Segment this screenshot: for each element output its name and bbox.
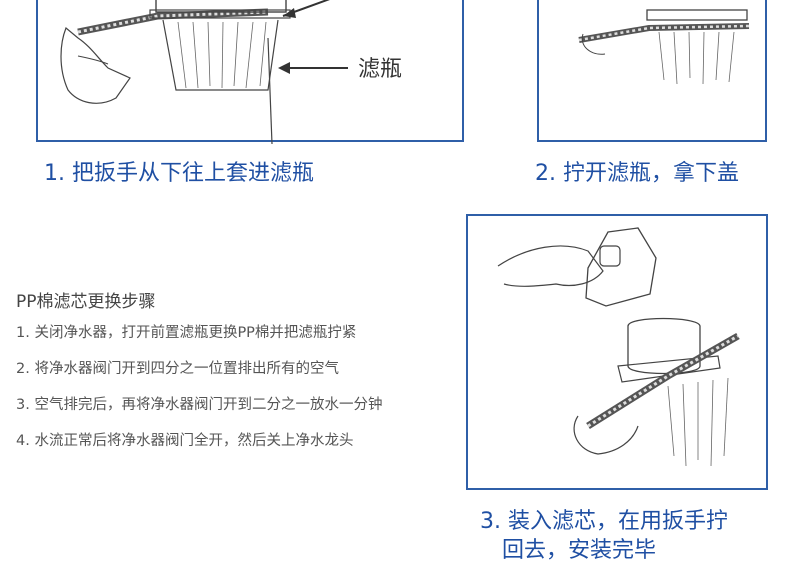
instruction-step: 3. 空气排完后，再将净水器阀门开到二分之一放水一分钟 [16, 397, 383, 413]
instruction-step: 4. 水流正常后将净水器阀门全开，然后关上净水龙头 [16, 433, 354, 449]
wrench-loosening-drawing [578, 9, 750, 85]
illustration-panel-3 [466, 214, 768, 490]
step-1-caption: 1. 把扳手从下往上套进滤瓶 [44, 161, 314, 186]
instruction-step: 1. 关闭净水器，打开前置滤瓶更换PP棉并把滤瓶拧紧 [16, 325, 357, 341]
illustration-panel-2 [537, 0, 767, 142]
illustration-panel-1: 滤瓶 [36, 0, 464, 144]
instructions-title: PP棉滤芯更换步骤 [16, 292, 156, 312]
bottle-label: 滤瓶 [358, 57, 402, 82]
step-2-caption: 2. 拧开滤瓶，拿下盖 [535, 161, 739, 186]
wrench-on-filter-drawing: 滤瓶 [60, 0, 402, 144]
instruction-step: 2. 将净水器阀门开到四分之一位置排出所有的空气 [16, 361, 339, 377]
step-3-caption-line-2: 回去，安装完毕 [502, 538, 657, 563]
instructions-block: PP棉滤芯更换步骤 1. 关闭净水器，打开前置滤瓶更换PP棉并把滤瓶拧紧 2. … [16, 287, 382, 465]
install-cartridge-drawing [497, 227, 740, 467]
step-3-caption-line-1: 3. 装入滤芯，在用扳手拧 [480, 509, 728, 534]
